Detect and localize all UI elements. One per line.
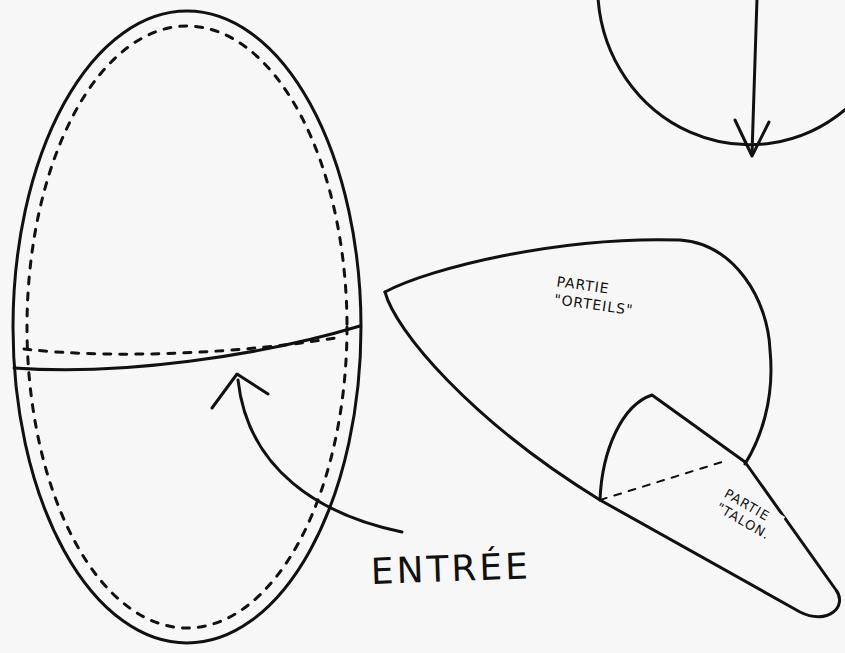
arrow-head <box>735 120 769 156</box>
entry-seam <box>24 338 335 354</box>
heel-opening <box>600 395 745 500</box>
entry-label: ENTRÉE <box>368 540 594 595</box>
part-label: PARTIE "ORTEILS" <box>551 272 659 323</box>
sole-outline <box>13 11 361 643</box>
heel-seam <box>600 462 722 500</box>
toe-cap <box>385 240 771 464</box>
fold-arrow <box>752 0 757 154</box>
seam-line <box>27 26 347 628</box>
part-label: PARTIE "TALON. <box>711 484 785 547</box>
entry-line <box>14 326 360 370</box>
partial-oval <box>598 0 845 145</box>
pointer-arrow <box>238 380 402 532</box>
arrow-head <box>212 374 268 408</box>
